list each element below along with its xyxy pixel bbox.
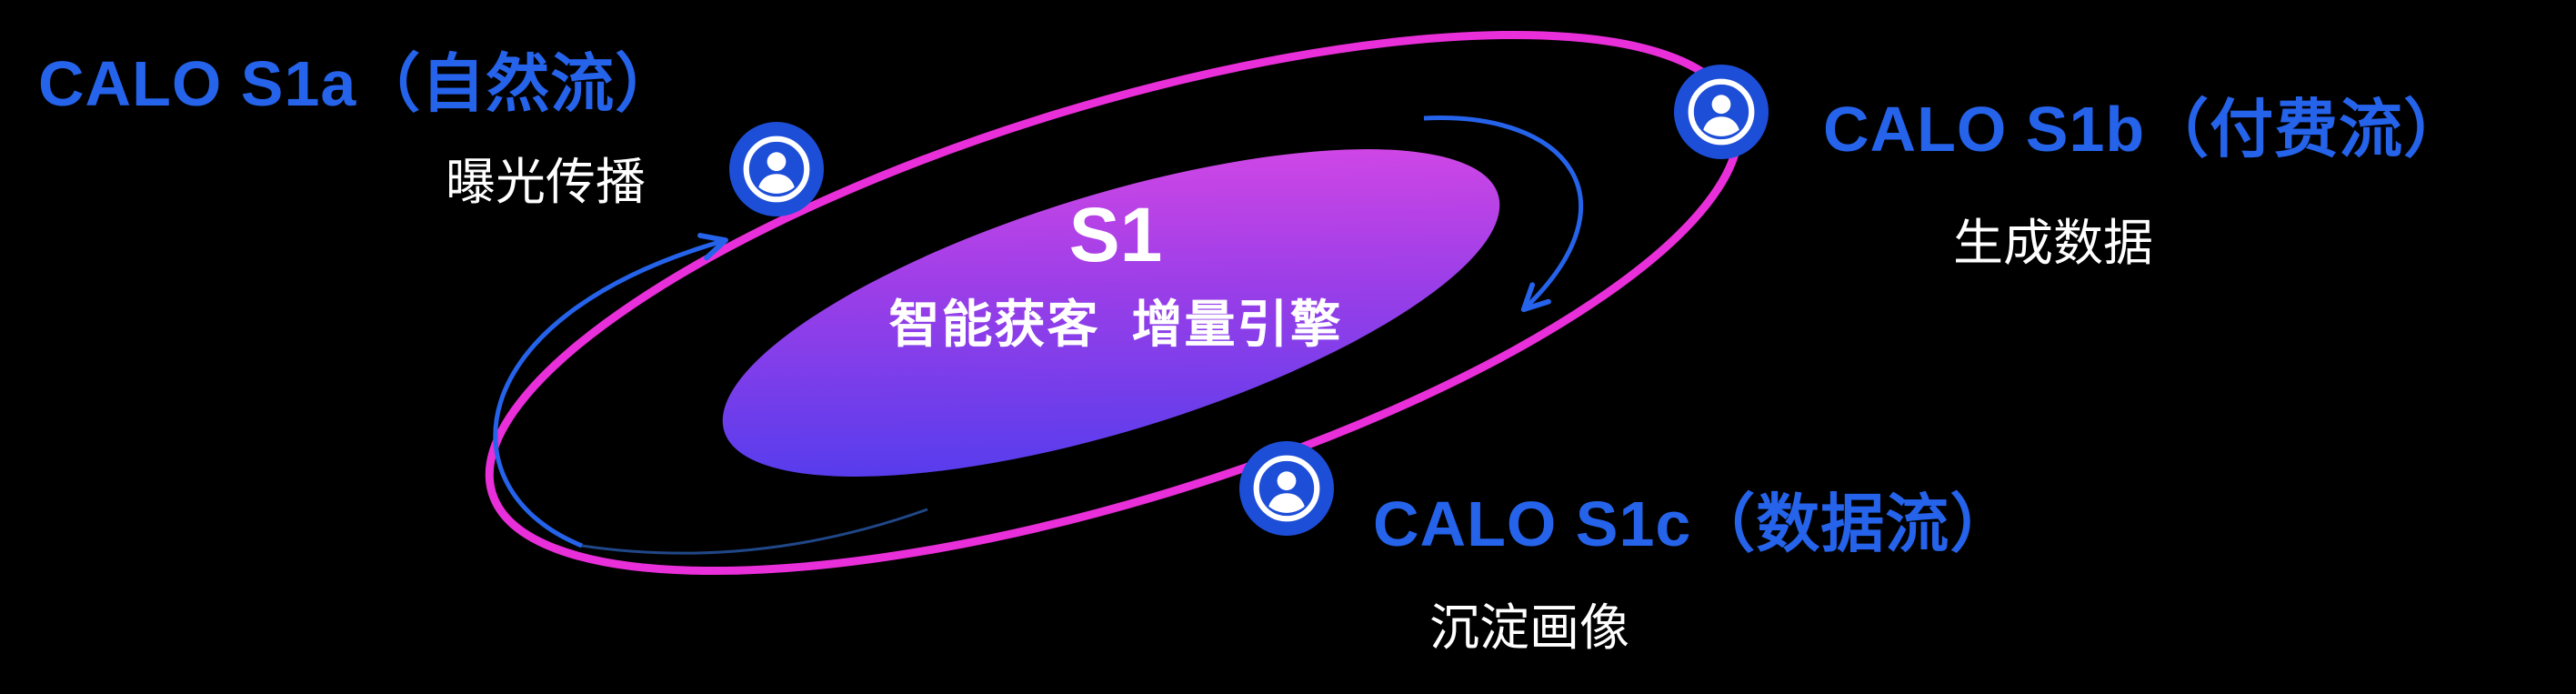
node-sublabel-s1a: 曝光传播	[446, 154, 647, 210]
center-label-group: S1 智能获客 增量引擎	[861, 193, 1370, 357]
center-subtitle: 智能获客 增量引擎	[888, 296, 1343, 354]
user-icon	[1674, 65, 1769, 159]
node-label-s1a: CALO S1a（自然流）	[38, 48, 680, 119]
node-sublabel-s1b: 生成数据	[1953, 215, 2154, 271]
node-sublabel-s1c: 沉淀画像	[1429, 599, 1630, 656]
flow-arrow-right	[1423, 116, 1583, 313]
user-icon	[1239, 441, 1334, 536]
center-title: S1	[1068, 192, 1163, 277]
flow-tail-left	[581, 508, 928, 555]
user-icon	[729, 122, 824, 216]
node-label-s1c: CALO S1c（数据流）	[1373, 488, 2015, 559]
center-ellipse	[722, 149, 1500, 477]
node-label-s1b: CALO S1b（付费流）	[1823, 94, 2469, 165]
flow-arrow-left	[493, 233, 728, 548]
